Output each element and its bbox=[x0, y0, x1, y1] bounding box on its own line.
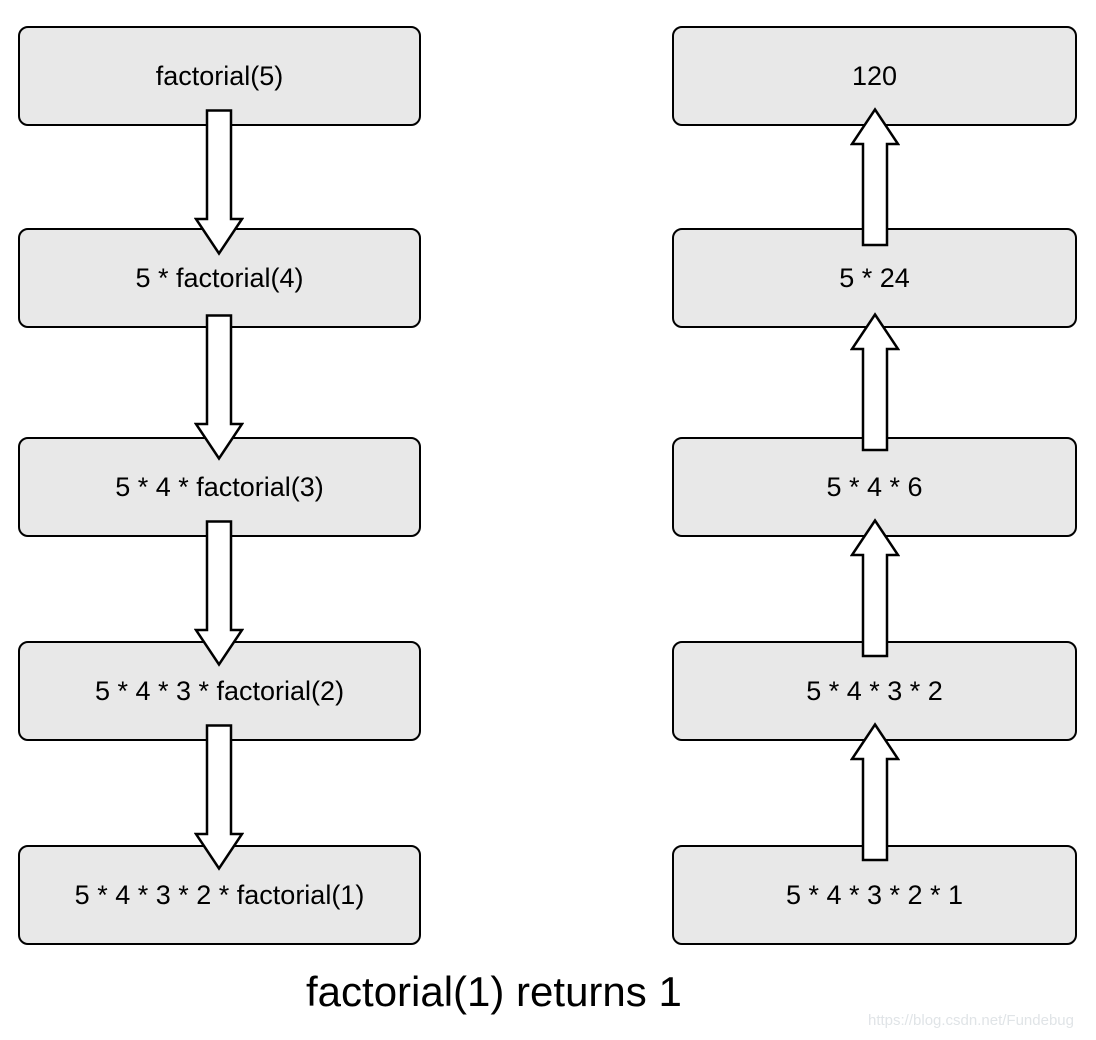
return-box-5x24: 5 * 24 bbox=[672, 228, 1077, 328]
call-box-factorial-1: 5 * 4 * 3 * 2 * factorial(1) bbox=[18, 845, 421, 945]
call-box-label: 5 * 4 * factorial(3) bbox=[115, 471, 324, 502]
return-box-label: 120 bbox=[851, 60, 898, 91]
arrow-up-icon bbox=[850, 518, 900, 658]
arrow-up-icon bbox=[850, 107, 900, 247]
return-box-5x4x3x2: 5 * 4 * 3 * 2 bbox=[672, 641, 1077, 741]
call-box-label: factorial(5) bbox=[155, 60, 284, 91]
return-box-label: 5 * 4 * 6 bbox=[826, 471, 923, 502]
return-box-5x4x3x2x1: 5 * 4 * 3 * 2 * 1 bbox=[672, 845, 1077, 945]
call-box-factorial-5: factorial(5) bbox=[18, 26, 421, 126]
diagram-caption: factorial(1) returns 1 bbox=[306, 968, 682, 1015]
return-box-label: 5 * 24 bbox=[839, 262, 910, 293]
call-box-label: 5 * factorial(4) bbox=[135, 262, 304, 293]
return-box-120: 120 bbox=[672, 26, 1077, 126]
call-box-factorial-3: 5 * 4 * factorial(3) bbox=[18, 437, 421, 537]
arrow-up-icon bbox=[850, 722, 900, 862]
watermark-url: https://blog.csdn.net/Fundebug bbox=[868, 1012, 1074, 1029]
return-box-5x4x6: 5 * 4 * 6 bbox=[672, 437, 1077, 537]
call-box-label: 5 * 4 * 3 * 2 * factorial(1) bbox=[74, 879, 365, 910]
return-box-label: 5 * 4 * 3 * 2 * 1 bbox=[785, 879, 964, 910]
arrow-up-icon bbox=[850, 312, 900, 452]
return-box-label: 5 * 4 * 3 * 2 bbox=[806, 675, 943, 706]
call-box-factorial-2: 5 * 4 * 3 * factorial(2) bbox=[18, 641, 421, 741]
call-box-factorial-4: 5 * factorial(4) bbox=[18, 228, 421, 328]
call-box-label: 5 * 4 * 3 * factorial(2) bbox=[94, 675, 345, 706]
